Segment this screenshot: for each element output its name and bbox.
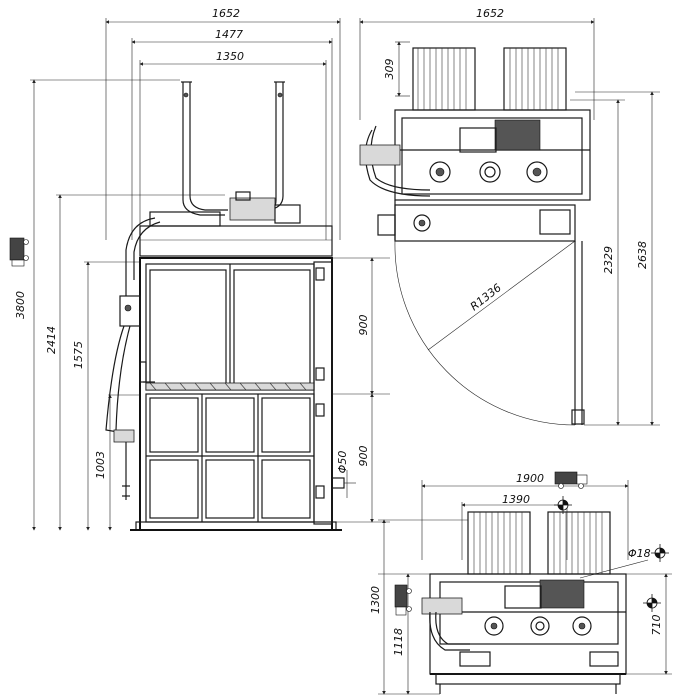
dim-front-height-1003: 1003 <box>94 451 107 479</box>
dim-plan-width-1900: 1900 <box>516 472 544 485</box>
dim-side-radius: R1336 <box>468 281 504 313</box>
dim-side-height-2638: 2638 <box>636 241 649 269</box>
truck-icon <box>9 237 29 267</box>
dim-plan-width-1390: 1390 <box>502 493 530 506</box>
lifting-point-icon <box>554 496 572 514</box>
dim-front-height-total: 3800 <box>14 291 27 319</box>
dim-front-height-2414: 2414 <box>45 326 58 354</box>
dim-front-diameter: Φ50 <box>336 451 349 474</box>
side-view: 1652 309 <box>359 7 660 426</box>
dim-plan-depth-710: 710 <box>650 615 663 636</box>
front-view: 1652 1477 1350 3800 2414 <box>9 7 390 531</box>
dim-front-chamber-lower: 900 <box>357 446 370 467</box>
dim-front-width-mid: 1477 <box>215 28 243 41</box>
dim-front-width-overall: 1652 <box>212 7 240 20</box>
truck-icon <box>554 471 588 489</box>
dim-side-height-2329: 2329 <box>602 246 615 274</box>
dim-side-width: 1652 <box>476 7 504 20</box>
dim-plan-diameter-18: Φ18 <box>628 547 651 560</box>
dim-front-width-inner: 1350 <box>216 50 244 63</box>
truck-icon <box>394 584 412 616</box>
dim-plan-depth-1118: 1118 <box>392 628 405 656</box>
lifting-point-icon <box>643 594 661 612</box>
dim-side-height-top: 309 <box>383 59 396 80</box>
dim-plan-depth-1300: 1300 <box>369 586 382 614</box>
dim-front-chamber-upper: 900 <box>357 315 370 336</box>
dim-front-height-1575: 1575 <box>72 341 85 369</box>
lifting-point-icon <box>651 544 669 562</box>
plan-view: 1900 1390 <box>369 471 672 695</box>
